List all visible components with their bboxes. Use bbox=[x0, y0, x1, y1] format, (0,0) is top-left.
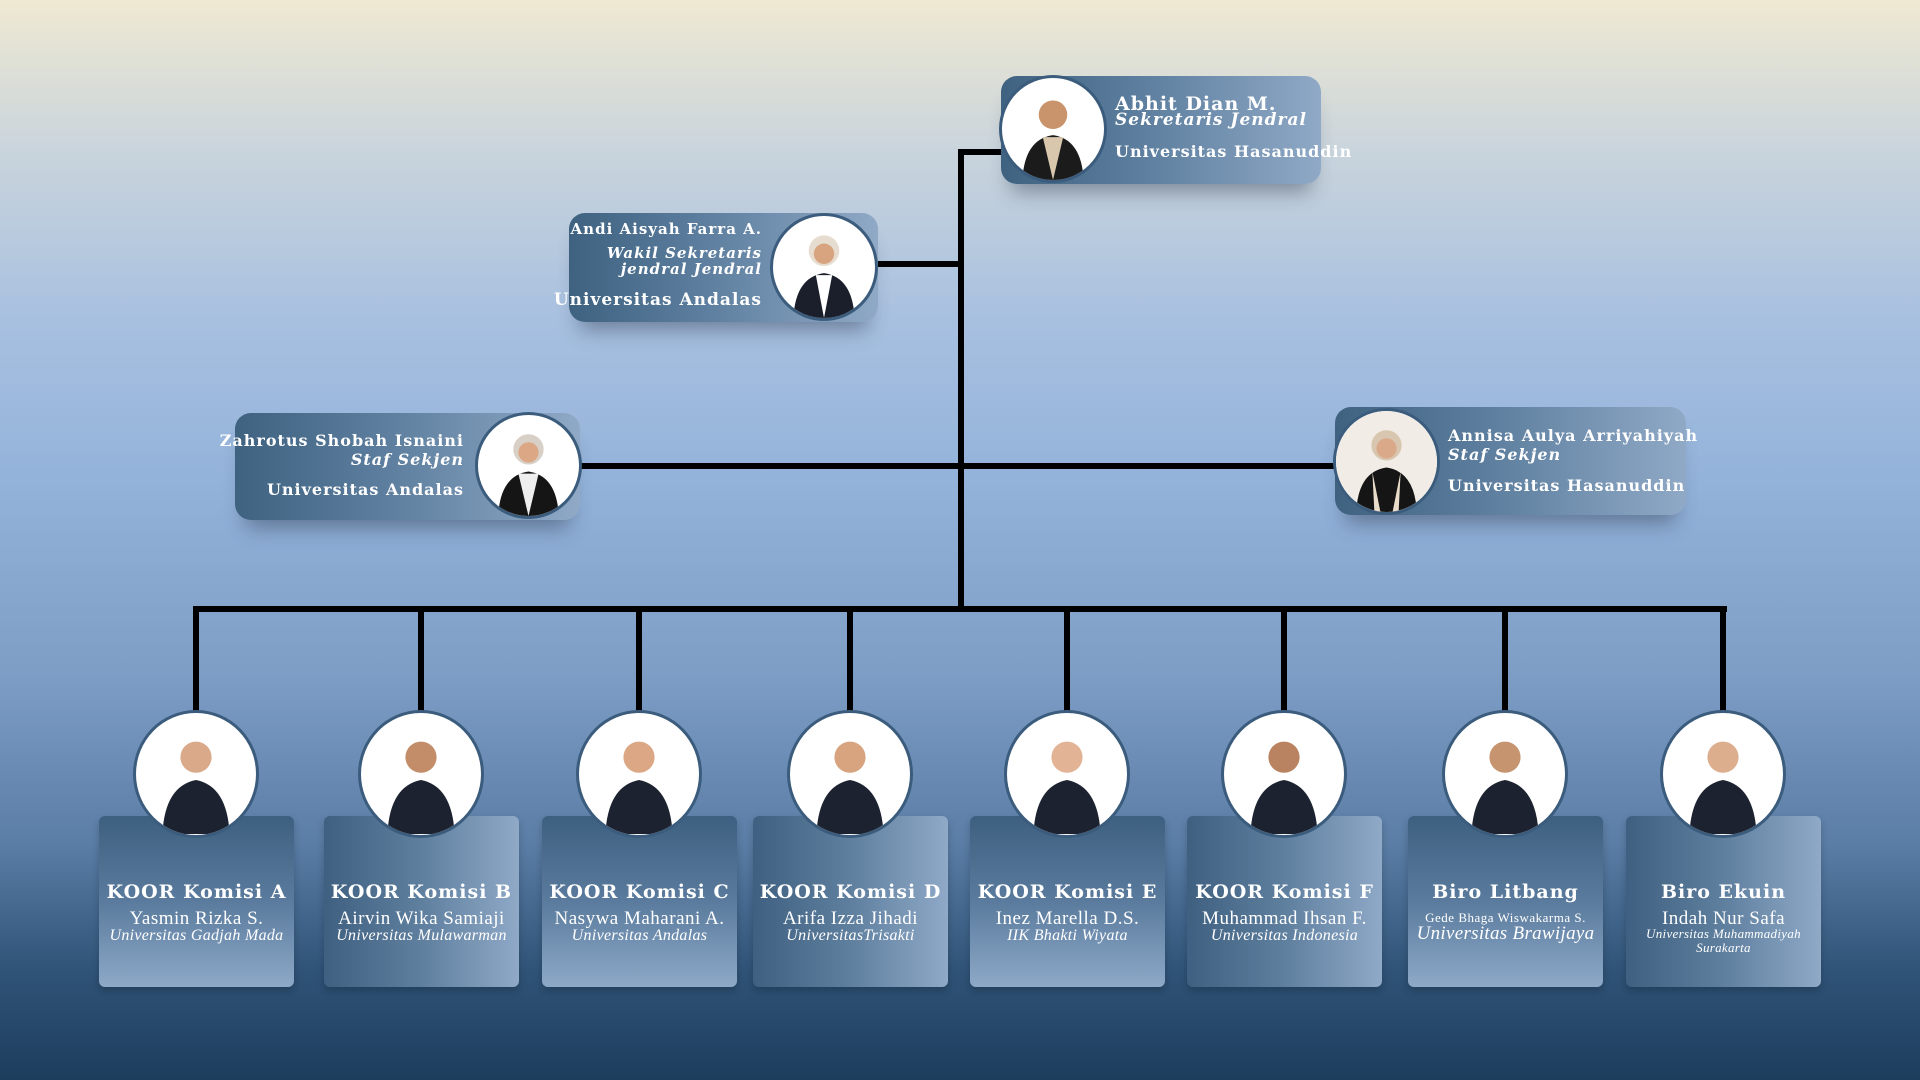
connector-wakil bbox=[876, 261, 962, 267]
member-card: Biro Ekuin Indah Nur Safa Universitas Mu… bbox=[1626, 816, 1821, 987]
person-icon bbox=[1033, 741, 1101, 834]
member-photo bbox=[133, 710, 259, 838]
member-photo bbox=[1660, 710, 1786, 838]
person-icon bbox=[1022, 100, 1084, 180]
member-title: Biro Ekuin bbox=[1660, 881, 1787, 903]
member-title: Biro Litbang bbox=[1432, 881, 1579, 903]
member-card: KOOR Komisi C Nasywa Maharani A. Univers… bbox=[542, 816, 737, 987]
member-name: Arifa Izza Jihadi bbox=[782, 908, 919, 929]
member-card: KOOR Komisi A Yasmin Rizka S. Universita… bbox=[99, 816, 294, 987]
wakil-name: Andi Aisyah Farra A. bbox=[570, 220, 762, 238]
staf-right-name: Annisa Aulya Arriyahiyah bbox=[1448, 426, 1699, 445]
member-university: Universitas Mulawarman bbox=[336, 927, 507, 944]
member-card: KOOR Komisi D Arifa Izza Jihadi Universi… bbox=[753, 816, 948, 987]
member-title: KOOR Komisi C bbox=[549, 881, 730, 903]
member-photo bbox=[1442, 710, 1568, 838]
member-name: Yasmin Rizka S. bbox=[129, 908, 264, 929]
connector-drop bbox=[847, 606, 853, 712]
member-university: Universitas Muhammadiyah Surakarta bbox=[1646, 926, 1801, 955]
staf-left-role: Staf Sekjen bbox=[350, 450, 464, 469]
sekjen-university: Universitas Hasanuddin bbox=[1115, 142, 1353, 161]
sekjen-photo bbox=[999, 75, 1107, 183]
sekjen-role: Sekretaris Jendral bbox=[1115, 110, 1307, 130]
staf-left-university: Universitas Andalas bbox=[266, 480, 464, 499]
member-card: KOOR Komisi E Inez Marella D.S. IIK Bhak… bbox=[970, 816, 1165, 987]
wakil-role-line1: Wakil Sekretaris bbox=[606, 244, 762, 262]
member-photo bbox=[358, 710, 484, 838]
staf-right-university: Universitas Hasanuddin bbox=[1448, 476, 1686, 495]
member-university: Universitas Brawijaya bbox=[1416, 923, 1595, 944]
connector-drop bbox=[1064, 606, 1070, 712]
connector-drop bbox=[193, 606, 199, 712]
member-title: KOOR Komisi F bbox=[1195, 881, 1374, 903]
person-icon bbox=[793, 235, 855, 318]
member-photo bbox=[787, 710, 913, 838]
person-icon bbox=[1336, 411, 1437, 512]
connector-trunk bbox=[958, 149, 964, 612]
connector-drop bbox=[636, 606, 642, 712]
member-university: UniversitasTrisakti bbox=[786, 927, 915, 944]
connector-members bbox=[193, 606, 1727, 612]
member-university: Universitas Gadjah Mada bbox=[109, 927, 284, 944]
member-university: Universitas Indonesia bbox=[1210, 927, 1359, 944]
member-name: Indah Nur Safa bbox=[1661, 908, 1786, 929]
staf-right-photo bbox=[1333, 408, 1440, 515]
connector-sekjen bbox=[958, 149, 1003, 155]
member-photo bbox=[1004, 710, 1130, 838]
person-icon bbox=[605, 741, 673, 834]
member-card: Biro Litbang Gede Bhaga Wiswakarma S. Un… bbox=[1408, 816, 1603, 987]
member-name: Muhammad Ihsan F. bbox=[1202, 908, 1367, 929]
person-icon bbox=[387, 741, 455, 834]
member-university: Universitas Andalas bbox=[571, 927, 708, 944]
staf-left-photo bbox=[475, 412, 582, 519]
person-icon bbox=[1689, 741, 1757, 834]
member-photo bbox=[1221, 710, 1347, 838]
member-name: Gede Bhaga Wiswakarma S. bbox=[1425, 910, 1586, 925]
person-icon bbox=[1471, 741, 1539, 834]
member-card: KOOR Komisi B Airvin Wika Samiaji Univer… bbox=[324, 816, 519, 987]
staf-right-role: Staf Sekjen bbox=[1448, 445, 1562, 464]
sekjen-name: Abhit Dian M. bbox=[1115, 93, 1277, 115]
person-icon bbox=[498, 434, 559, 516]
connector-drop bbox=[1502, 606, 1508, 712]
connector-drop bbox=[1281, 606, 1287, 712]
member-name: Airvin Wika Samiaji bbox=[338, 908, 505, 929]
member-photo bbox=[576, 710, 702, 838]
member-title: KOOR Komisi D bbox=[759, 881, 942, 903]
connector-drop bbox=[1720, 606, 1726, 712]
person-icon bbox=[816, 741, 884, 834]
staf-left-name: Zahrotus Shobah Isnaini bbox=[219, 431, 464, 450]
member-university: IIK Bhakti Wiyata bbox=[1007, 927, 1128, 944]
wakil-university: Universitas Andalas bbox=[553, 290, 762, 310]
member-name: Inez Marella D.S. bbox=[995, 908, 1140, 929]
member-title: KOOR Komisi A bbox=[106, 881, 287, 903]
member-title: KOOR Komisi E bbox=[977, 881, 1158, 903]
connector-drop bbox=[418, 606, 424, 712]
person-icon bbox=[1250, 741, 1318, 834]
wakil-role-line2: jendral Jendral bbox=[620, 260, 762, 278]
connector-staf bbox=[578, 463, 1338, 469]
member-card: KOOR Komisi F Muhammad Ihsan F. Universi… bbox=[1187, 816, 1382, 987]
person-icon bbox=[162, 741, 230, 834]
member-title: KOOR Komisi B bbox=[330, 881, 513, 903]
wakil-photo bbox=[770, 213, 878, 321]
member-name: Nasywa Maharani A. bbox=[554, 908, 725, 929]
